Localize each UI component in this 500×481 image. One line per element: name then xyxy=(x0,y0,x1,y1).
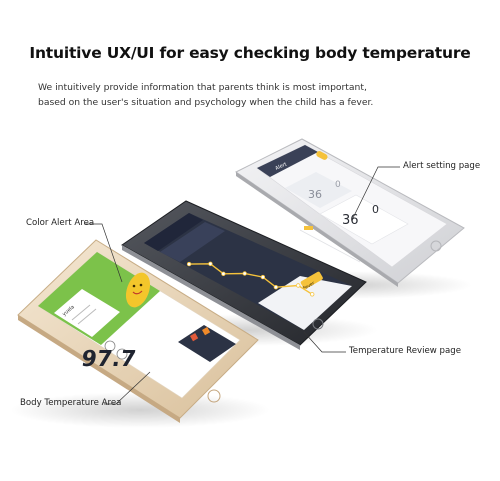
review-chart-line xyxy=(189,263,313,295)
callout-line-alert-setting xyxy=(351,166,400,221)
review-phone-toggle[interactable] xyxy=(300,271,324,290)
alert-phone-home-button[interactable] xyxy=(430,240,442,252)
alert-phone-value-high: 36 xyxy=(308,188,322,201)
main-phone-mascot xyxy=(125,272,151,308)
alert-phone-toggle[interactable] xyxy=(315,150,328,161)
alert-phone-card-high xyxy=(285,172,352,208)
main-phone-message-line xyxy=(77,308,97,325)
main-phone-thermo-icon xyxy=(104,340,116,352)
callout-alert-setting: Alert setting page xyxy=(403,161,481,171)
alert-phone-value-main-unit: 0 xyxy=(372,203,379,216)
callout-temperature-review: Temperature Review page xyxy=(349,346,462,356)
page-subtitle: We intuitively provide information that … xyxy=(38,80,478,110)
callout-line-color-alert xyxy=(84,223,123,283)
main-phone-bar-red xyxy=(190,333,199,342)
alert-phone-card-main xyxy=(319,194,409,245)
review-chart-point[interactable] xyxy=(186,261,192,267)
callout-line-body-temperature xyxy=(104,371,151,405)
alert-phone-header xyxy=(257,145,318,177)
review-chart-point[interactable] xyxy=(242,271,247,276)
review-chart-point[interactable] xyxy=(208,261,213,266)
review-chart-point[interactable] xyxy=(221,271,226,276)
review-phone-date-bar xyxy=(160,222,225,262)
review-phone-toggle-label: Fever xyxy=(302,280,316,291)
alert-phone: Alert 36 0 36 0 xyxy=(232,138,472,299)
subtitle-line-2: based on the user's situation and psycho… xyxy=(38,97,374,108)
review-chart-point[interactable] xyxy=(310,292,315,297)
alert-phone-header-title: Alert xyxy=(274,161,287,171)
main-phone: yuela 97.7 °F xyxy=(10,239,270,428)
callout-body-temperature: Body Temperature Area xyxy=(20,398,122,408)
alert-phone-value-high-unit: 0 xyxy=(335,180,341,190)
main-phone-bar-orange xyxy=(202,327,211,336)
review-phone-home-button[interactable] xyxy=(312,318,324,330)
main-phone-mascot-eye xyxy=(132,284,136,288)
main-phone-alert-icon xyxy=(116,348,128,360)
callout-line-temperature-review xyxy=(303,331,346,353)
main-phone-history-bar xyxy=(178,325,236,362)
main-phone-message-card xyxy=(54,289,120,337)
alert-phone-value-main: 36 xyxy=(342,213,359,228)
main-phone-home-button[interactable] xyxy=(207,389,221,403)
review-phone-edge xyxy=(122,245,300,350)
review-chart-point[interactable] xyxy=(296,283,301,288)
review-chart-point[interactable] xyxy=(273,285,279,290)
main-phone-message-line xyxy=(71,304,91,321)
page-title: Intuitive UX/UI for easy checking body t… xyxy=(29,44,471,62)
main-phone-edge xyxy=(18,315,180,423)
alert-phone-edge xyxy=(236,172,398,287)
main-phone-mascot-eye xyxy=(139,283,143,287)
alert-phone-divider xyxy=(299,229,361,263)
main-phone-temperature: 97.7 xyxy=(80,346,138,372)
alert-phone-option[interactable] xyxy=(304,226,313,230)
callout-color-alert: Color Alert Area xyxy=(26,218,95,228)
review-phone-chart xyxy=(186,261,315,297)
main-phone-mascot-mouth xyxy=(132,290,143,295)
review-phone-header xyxy=(144,213,203,251)
review-phone-footer xyxy=(258,276,352,330)
subtitle-line-1: We intuitively provide information that … xyxy=(38,82,367,93)
review-chart-point[interactable] xyxy=(260,274,266,280)
